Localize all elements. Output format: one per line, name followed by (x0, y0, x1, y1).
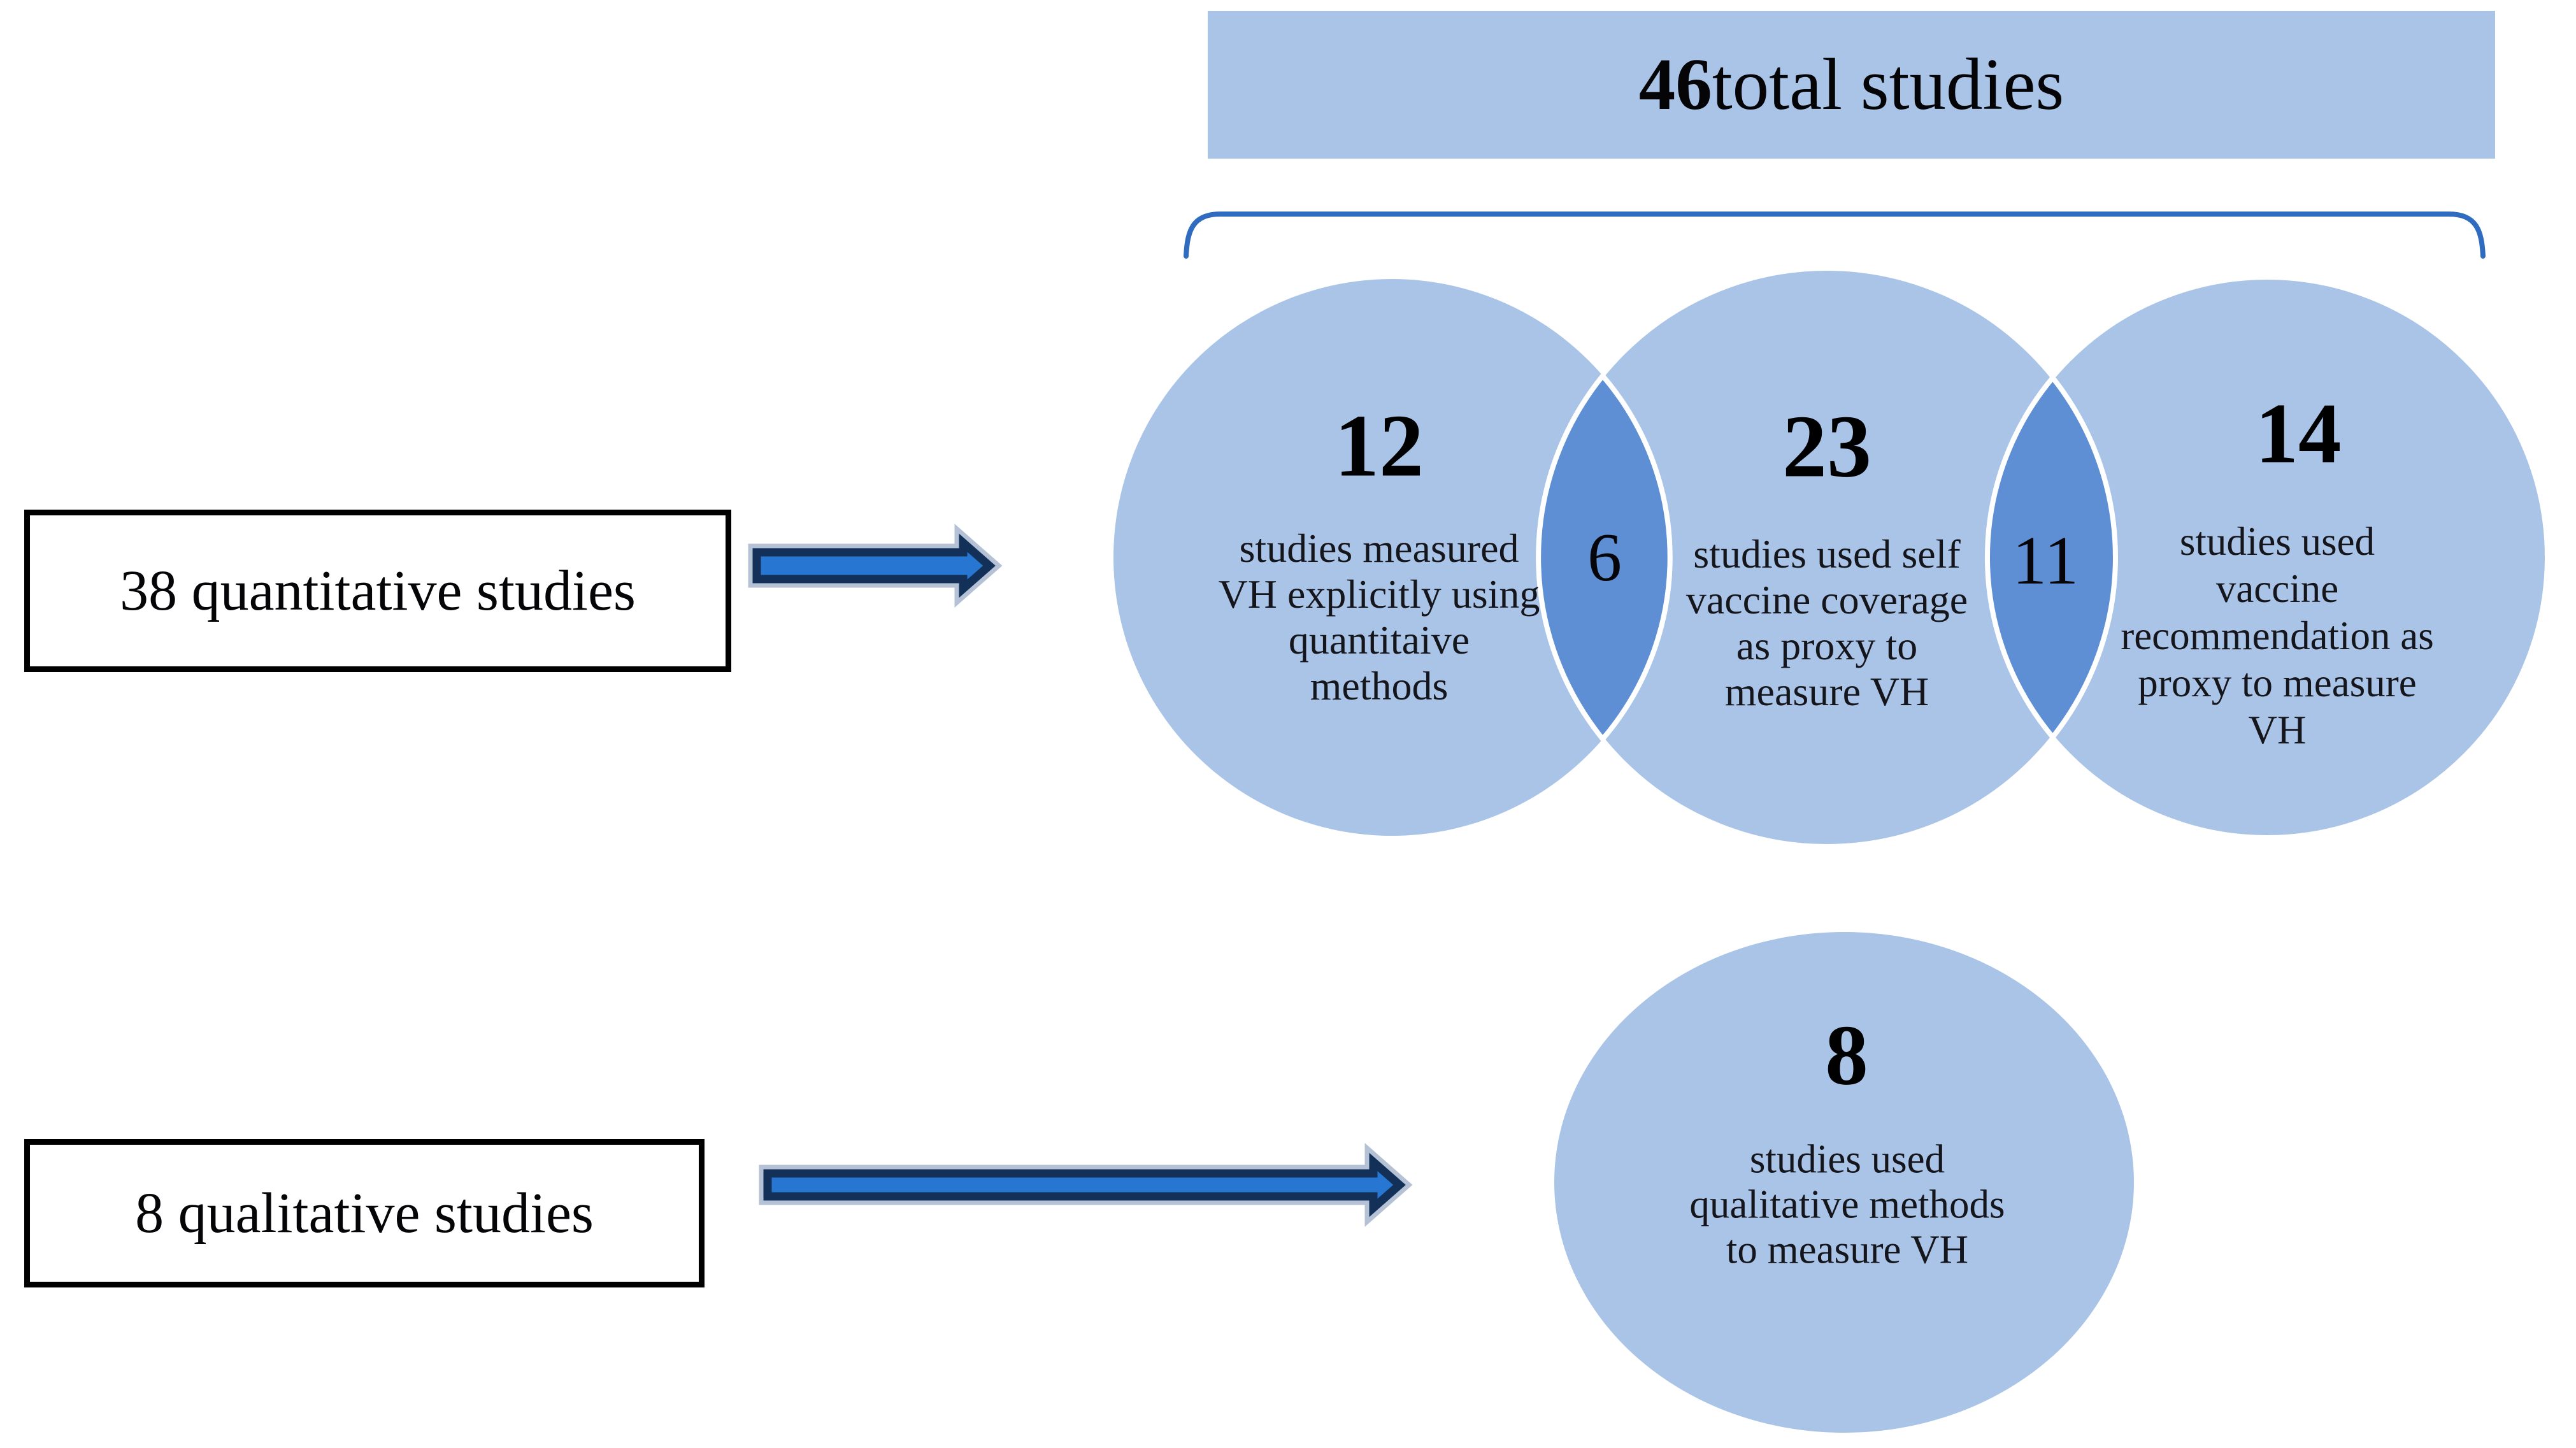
circle-explicit-quantitative (1113, 279, 1670, 836)
qualitative-studies-label: 8 qualitative studies (135, 1182, 594, 1245)
label-qualitative-methods: studies used qualitative methods to meas… (1689, 1137, 2005, 1273)
grouping-brace (1184, 211, 2486, 259)
count-overlap-12-23: 6 (1587, 520, 1622, 596)
circle-text-line: as proxy to (1736, 623, 1918, 668)
label-self-vaccine-coverage: studies used self vaccine coverage as pr… (1686, 531, 1968, 715)
quantitative-studies-label: 38 quantitative studies (120, 559, 636, 622)
total-studies-banner: 46 total studies (1208, 11, 2495, 159)
count-self-vaccine-coverage: 23 (1782, 397, 1871, 496)
circle-text-line: measure VH (1724, 669, 1929, 714)
qualitative-arrow-icon (759, 1143, 1413, 1227)
circle-text-line: to measure VH (1726, 1227, 1969, 1272)
overlap-12-23-lens (1536, 371, 1673, 743)
circle-qualitative-methods (1554, 932, 2134, 1433)
count-overlap-23-14: 11 (2012, 523, 2079, 599)
circle-text-line: proxy to measure (2138, 661, 2417, 705)
label-vaccine-recommendation: studies used vaccine recommendation as p… (2121, 518, 2434, 754)
circle-text-line: VH explicitly using (1218, 571, 1540, 617)
total-studies-label: total studies (1712, 44, 2064, 125)
quantitative-arrow-icon (748, 524, 1003, 608)
circle-text-line: quantitaive (1288, 617, 1470, 663)
count-explicit-quantitative: 12 (1335, 396, 1424, 496)
circle-text-line: vaccine coverage (1685, 577, 1968, 622)
count-vaccine-recommendation: 14 (2255, 386, 2342, 482)
circle-text-line: studies used (2179, 519, 2375, 564)
qualitative-studies-box: 8 qualitative studies (24, 1139, 705, 1287)
circle-text-line: studies used (1749, 1136, 1945, 1182)
total-studies-count: 46 (1638, 44, 1712, 125)
circle-text-line: studies used self (1693, 531, 1961, 577)
overlap-23-14-lens (1984, 373, 2118, 742)
quantitative-studies-box: 38 quantitative studies (24, 510, 731, 672)
circle-text-line: recommendation as (2121, 613, 2434, 658)
circle-text-line: methods (1310, 663, 1449, 708)
circle-text-line: VH (2248, 708, 2307, 752)
circle-text-line: vaccine (2215, 566, 2339, 611)
count-qualitative-methods: 8 (1825, 1008, 1868, 1103)
label-explicit-quantitative: studies measured VH explicitly using qua… (1219, 526, 1540, 709)
circle-text-line: qualitative methods (1689, 1182, 2005, 1227)
circle-text-line: studies measured (1239, 526, 1519, 571)
